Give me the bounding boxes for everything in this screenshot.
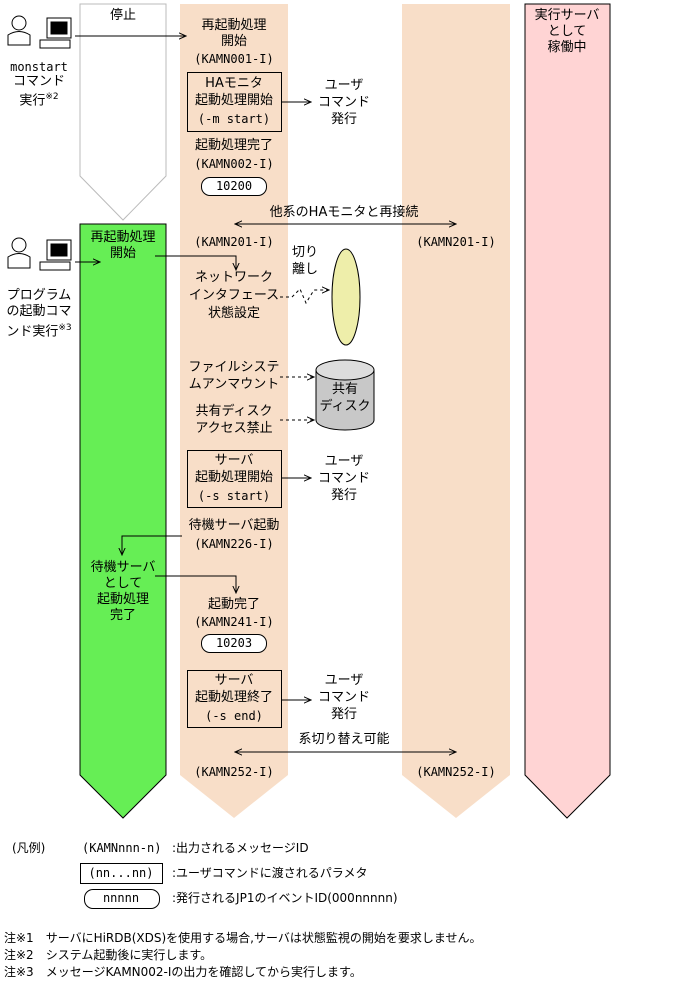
fs-label-1: ファイルシステ	[188, 360, 280, 375]
srv-end-1: サーバ	[214, 673, 254, 688]
standby-label: 待機サーバ起動	[188, 518, 280, 533]
shared-disk-icon	[315, 359, 375, 431]
user-cmd-1-l2: コマンド	[317, 95, 371, 110]
person-computer-icon	[7, 15, 72, 49]
green-standby-4: 完了	[109, 608, 137, 623]
switch-msg-right: (KAMN252-I)	[416, 765, 496, 779]
done1-msg: (KAMN002-I)	[194, 157, 274, 171]
restart-label-1: 再起動処理	[201, 18, 267, 33]
user-cmd-3-l3: 発行	[330, 707, 358, 722]
restart-msg: (KAMN001-I)	[194, 52, 274, 66]
ha-start-box	[187, 72, 282, 132]
switch-msg-left: (KAMN252-I)	[194, 765, 274, 779]
user-cmd-2-l3: 発行	[330, 488, 358, 503]
event-id-2: 10203	[215, 636, 253, 650]
standby-msg: (KAMN226-I)	[194, 537, 274, 551]
stop-label: 停止	[109, 8, 137, 23]
srv-start-param: (-s start)	[197, 489, 271, 503]
exec-server-1: 実行サーバ	[534, 8, 600, 23]
done2-msg: (KAMN241-I)	[194, 615, 274, 629]
restart-label-2: 開始	[220, 34, 248, 49]
srv-end-box	[187, 670, 282, 728]
reconnect-label: 他系のHAモニタと再接続	[269, 205, 419, 220]
green-restart-2: 開始	[109, 246, 137, 261]
legend-event-pill	[84, 889, 160, 909]
ha-start-param: (-m start)	[197, 112, 271, 126]
actor2-label-3: ンド実行※3	[6, 323, 72, 340]
done2-label: 起動完了	[207, 597, 261, 612]
person-computer-icon	[7, 237, 72, 271]
legend-param-box	[80, 863, 163, 884]
green-standby-3: 起動処理	[96, 592, 150, 607]
actor1-label-2: コマンド	[12, 74, 66, 89]
fs-label-2: ムアンマウント	[188, 377, 280, 392]
event-pill-1	[201, 177, 267, 196]
done1-label: 起動処理完了	[194, 138, 274, 153]
net-label-2: インタフェース	[188, 288, 280, 303]
green-standby-2: として	[103, 576, 143, 591]
note-3: 注※3 メッセージKAMN002-Iの出力を確認してから実行します。	[4, 965, 362, 979]
actor1-label-3: 実行※2	[19, 92, 59, 109]
col1-stop-arrow	[79, 3, 167, 221]
green-standby-1: 待機サーバ	[90, 560, 156, 575]
detach-ellipse	[331, 248, 361, 346]
shared-disk-label-1: 共有	[331, 382, 359, 397]
actor2-label-2: の起動コマ	[6, 304, 72, 319]
col4-arrow	[524, 3, 611, 819]
exec-server-2: として	[547, 24, 587, 39]
col2-arrow	[180, 4, 288, 818]
user-cmd-3-l1: ユーザ	[324, 673, 364, 688]
legend-event-sample: nnnnn	[102, 891, 140, 905]
user-cmd-1-l3: 発行	[330, 112, 358, 127]
user-cmd-3-l2: コマンド	[317, 690, 371, 705]
event-pill-2	[201, 634, 267, 653]
srv-end-param: (-s end)	[205, 709, 263, 723]
col3-arrow	[402, 4, 510, 818]
actor1-label-1: monstart	[10, 60, 68, 74]
srv-start-1: サーバ	[214, 453, 254, 468]
legend-msg-sample: (KAMNnnn-n)	[82, 841, 162, 855]
note-1: 注※1 サーバにHiRDB(XDS)を使用する場合,サーバは状態監視の開始を要求…	[4, 931, 482, 945]
user-cmd-1-l1: ユーザ	[324, 78, 364, 93]
user-cmd-2-l1: ユーザ	[324, 454, 364, 469]
legend-event-desc: :発行されるJP1のイベントID(000nnnnn)	[172, 891, 398, 905]
exec-server-3: 稼働中	[547, 40, 587, 55]
disk-label-2: アクセス禁止	[195, 421, 273, 436]
col1-green-arrow	[79, 223, 167, 819]
event-id-1: 10200	[215, 179, 253, 193]
reconnect-msg-right: (KAMN201-I)	[416, 235, 496, 249]
note-2: 注※2 システム起動後に実行します。	[4, 948, 213, 962]
net-label-1: ネットワーク	[194, 270, 274, 285]
disk-label-1: 共有ディスク	[195, 404, 273, 419]
legend-param-desc: :ユーザコマンドに渡されるパラメタ	[172, 866, 368, 880]
net-label-3: 状態設定	[207, 306, 261, 321]
ha-start-1: HAモニタ	[205, 76, 263, 91]
shared-disk-label-2: ディスク	[319, 399, 371, 414]
detach-label-2: 離し	[292, 262, 319, 277]
actor2-label-1: プログラム	[6, 288, 72, 303]
srv-end-2: 起動処理終了	[194, 690, 274, 705]
legend-title: (凡例)	[12, 841, 46, 855]
legend-msg-desc: :出力されるメッセージID	[172, 841, 309, 855]
detach-label-1: 切り	[292, 245, 319, 260]
legend-param-sample: (nn...nn)	[88, 866, 154, 880]
srv-start-box	[187, 450, 282, 508]
user-cmd-2-l2: コマンド	[317, 471, 371, 486]
ha-start-2: 起動処理開始	[194, 93, 274, 108]
switch-label: 系切り替え可能	[298, 732, 390, 747]
green-restart-1: 再起動処理	[90, 230, 156, 245]
srv-start-2: 起動処理開始	[194, 470, 274, 485]
reconnect-msg-left: (KAMN201-I)	[194, 235, 274, 249]
